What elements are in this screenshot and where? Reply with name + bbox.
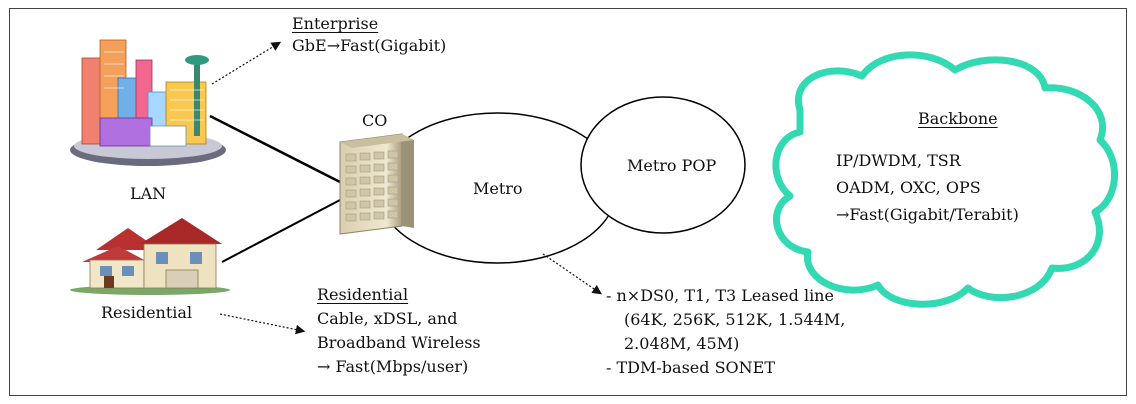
backbone-title: Backbone (918, 109, 998, 128)
metro-pop-ellipse (580, 96, 746, 234)
lan-to-co-line (209, 114, 341, 184)
metro-note-line1: - n×DS0, T1, T3 Leased line (606, 286, 834, 305)
residential-note-line3: → Fast(Mbps/user) (317, 357, 469, 376)
co-building-icon (339, 133, 414, 235)
backbone-line2: OADM, OXC, OPS (836, 178, 981, 197)
backbone-line3: →Fast(Gigabit/Terabit) (836, 205, 1019, 224)
metro-note-line2: (64K, 256K, 512K, 1.544M, (624, 310, 846, 329)
diagram-frame (9, 8, 1127, 396)
lan-label: LAN (130, 184, 167, 203)
metro-pop-label: Metro POP (627, 156, 717, 175)
residential-note-line1: Cable, xDSL, and (317, 309, 458, 328)
backbone-line1: IP/DWDM, TSR (836, 151, 961, 170)
residential-house-icon (70, 218, 230, 295)
enterprise-title: Enterprise (292, 14, 379, 33)
residential-note-arrow (219, 313, 306, 335)
enterprise-arrow (211, 41, 282, 85)
co-label: CO (362, 111, 388, 130)
metro-note-line4: - TDM-based SONET (606, 358, 775, 377)
enterprise-speed: GbE→Fast(Gigabit) (292, 36, 447, 55)
metro-note-line3: 2.048M, 45M) (624, 334, 740, 353)
residential-note-title: Residential (317, 285, 409, 304)
residential-note-line2: Broadband Wireless (317, 333, 481, 352)
residential-label: Residential (101, 303, 193, 322)
backbone-cloud (772, 51, 1118, 308)
lan-city-icon (70, 39, 226, 166)
residential-to-co-line (221, 199, 341, 263)
metro-label: Metro (473, 179, 523, 198)
metro-note-arrow (542, 253, 602, 295)
